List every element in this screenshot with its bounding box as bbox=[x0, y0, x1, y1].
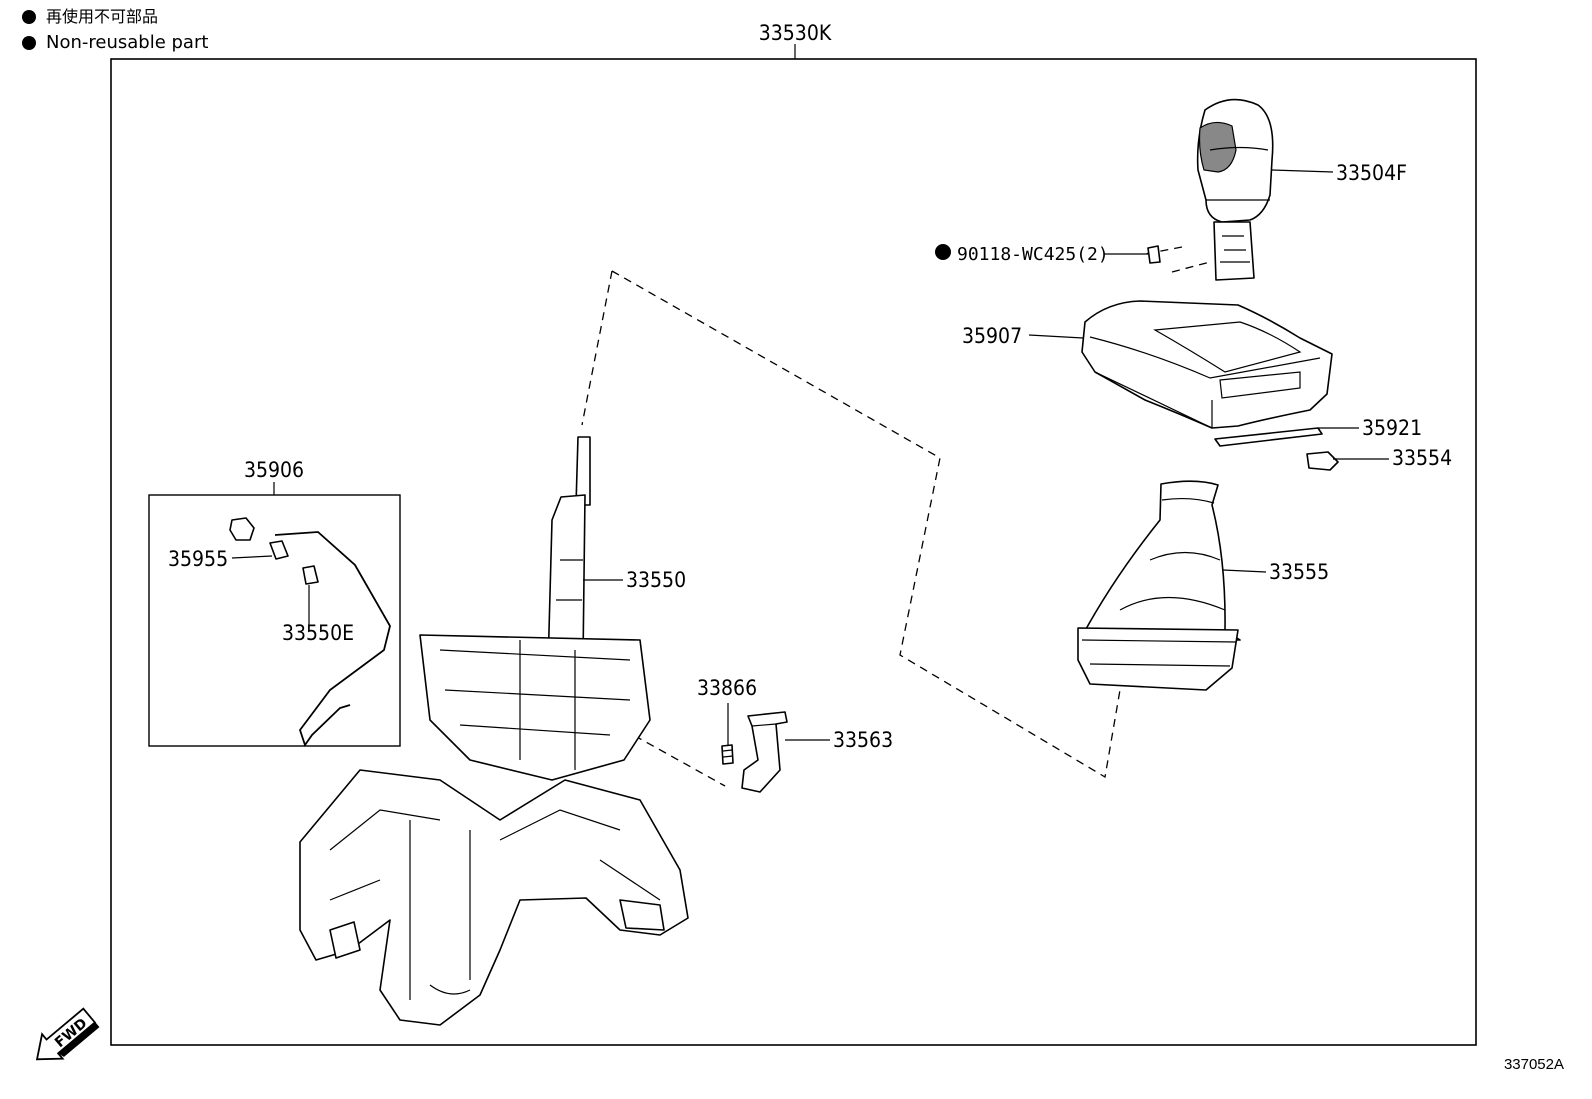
leader-33504F bbox=[1271, 169, 1334, 173]
shift-boot bbox=[1077, 480, 1241, 691]
non-reusable-dot-icon bbox=[935, 244, 951, 260]
assembly-label[interactable]: 33530K bbox=[759, 21, 832, 45]
kit-box bbox=[148, 494, 401, 747]
indicator-strip bbox=[1214, 427, 1323, 447]
legend-japanese: 再使用不可部品 bbox=[22, 7, 158, 27]
bolt-90118 bbox=[1147, 245, 1161, 264]
label-33550[interactable]: 33550 bbox=[626, 568, 686, 592]
legend-english: Non-reusable part bbox=[22, 33, 208, 53]
legend-japanese-text: 再使用不可部品 bbox=[46, 7, 159, 26]
shift-console-panel bbox=[1081, 300, 1333, 429]
label-33554[interactable]: 33554 bbox=[1392, 446, 1452, 470]
lock-spring bbox=[721, 744, 734, 765]
assembly-frame bbox=[110, 58, 1477, 1046]
leader-33555 bbox=[1222, 569, 1267, 573]
label-35955[interactable]: 35955 bbox=[168, 547, 228, 571]
dashed-guide-knob bbox=[581, 270, 1121, 779]
label-35921[interactable]: 35921 bbox=[1362, 416, 1422, 440]
kit-wire-harness bbox=[229, 517, 391, 747]
label-33504F[interactable]: 33504F bbox=[1336, 161, 1407, 185]
non-reusable-dot-icon bbox=[22, 10, 36, 24]
label-33563[interactable]: 33563 bbox=[833, 728, 893, 752]
non-reusable-dot-icon bbox=[22, 36, 36, 50]
shift-lock-part bbox=[741, 711, 788, 793]
diagram-reference: 337052A bbox=[1503, 1056, 1564, 1073]
shift-knob bbox=[1196, 98, 1274, 281]
fwd-arrow-icon: FWD bbox=[35, 1007, 100, 1061]
label-33550E[interactable]: 33550E bbox=[282, 621, 354, 645]
clip-33554 bbox=[1306, 451, 1339, 471]
legend-english-text: Non-reusable part bbox=[46, 32, 209, 53]
leader-35907 bbox=[1028, 334, 1084, 339]
kit-label[interactable]: 35906 bbox=[244, 458, 304, 482]
leader-35955 bbox=[231, 555, 273, 559]
label-33866[interactable]: 33866 bbox=[697, 676, 757, 700]
label-90118[interactable]: 90118-WC425(2) bbox=[957, 244, 1109, 265]
shift-lever-assembly bbox=[299, 436, 689, 1026]
label-33555[interactable]: 33555 bbox=[1269, 560, 1329, 584]
label-35907[interactable]: 35907 bbox=[962, 324, 1022, 348]
